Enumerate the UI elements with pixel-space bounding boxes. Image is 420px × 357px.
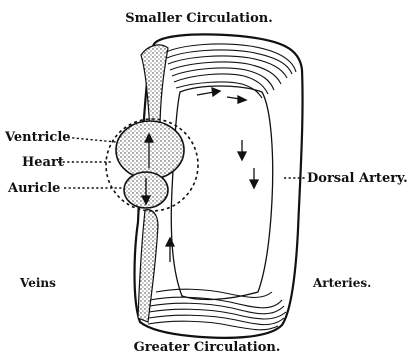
- ventricle-leader: [63, 137, 116, 142]
- auricle-label: Auricle: [7, 181, 60, 196]
- ventricle-chamber: [116, 121, 184, 179]
- greater-circulation-title: Greater Circulation.: [134, 340, 281, 355]
- arteries-label: Arteries.: [312, 276, 371, 290]
- heart-label: Heart: [22, 155, 64, 170]
- veins-label: Veins: [19, 276, 56, 290]
- smaller-circulation-title: Smaller Circulation.: [125, 11, 273, 26]
- dorsal-artery-label: Dorsal Artery.: [307, 171, 408, 186]
- ventricle-label: Ventricle: [4, 130, 71, 145]
- lower-capillaries: [148, 289, 286, 330]
- inner-outline: [171, 86, 272, 299]
